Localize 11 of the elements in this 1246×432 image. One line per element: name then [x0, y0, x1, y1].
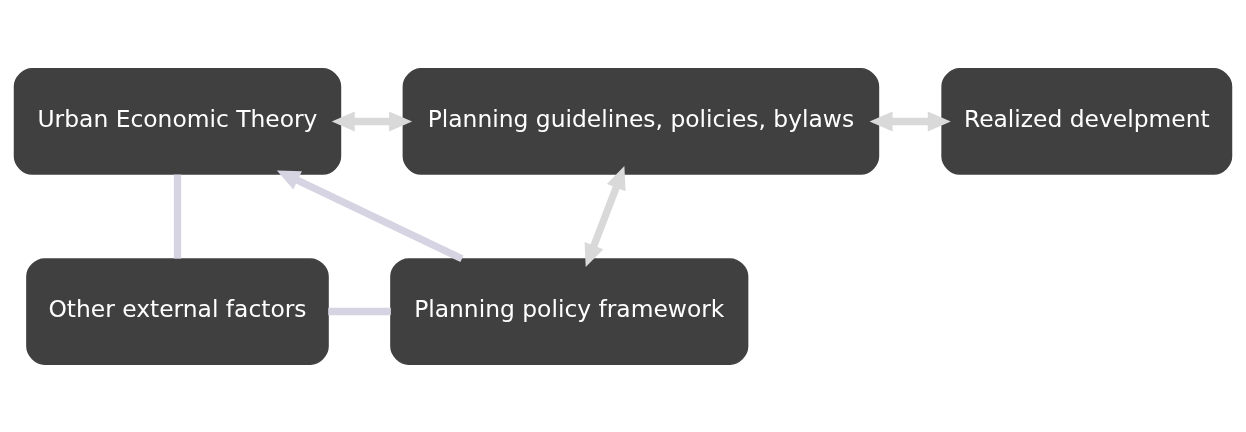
arrow [331, 110, 413, 132]
node-box: Planning guidelines, policies, bylaws [402, 67, 880, 175]
node-box: Planning policy framework [390, 257, 749, 365]
arrow [869, 110, 951, 132]
arrow [584, 165, 626, 267]
node-box: Realized develpment [941, 67, 1233, 175]
arrow [276, 169, 464, 262]
connector [328, 307, 391, 315]
node-box: Other external factors [26, 257, 329, 365]
connector [173, 174, 182, 259]
node-box: Urban Economic Theory [13, 67, 342, 175]
